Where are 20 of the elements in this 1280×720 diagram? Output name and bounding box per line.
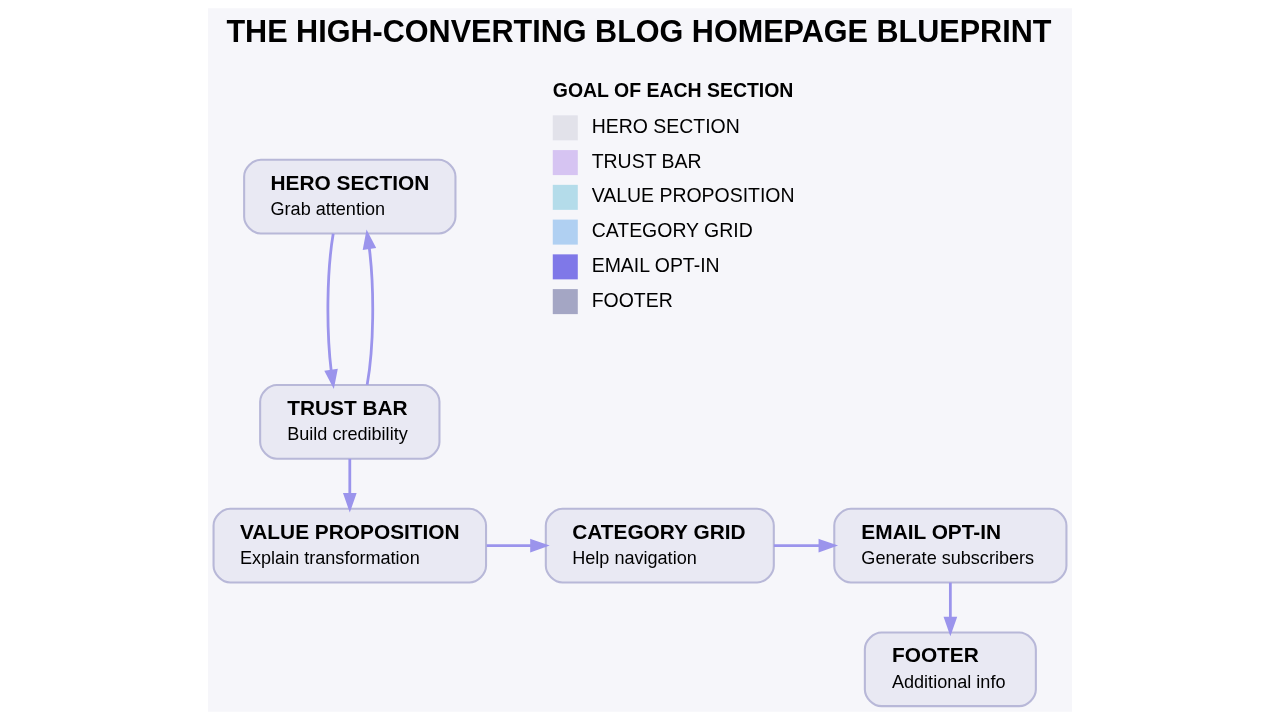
legend-label: TRUST BAR <box>591 149 702 172</box>
arrow <box>362 229 377 386</box>
node-box: HERO SECTION Grab attention <box>243 158 457 235</box>
diagram-title: THE HIGH-CONVERTING BLOG HOMEPAGE BLUEPRINT <box>226 14 1052 49</box>
node-box: VALUE PROPOSITION Explain transformation <box>212 507 488 584</box>
node-box: EMAIL OPT-IN Generate subscribers <box>833 507 1068 584</box>
node-box: TRUST BAR Build credibility <box>259 383 441 460</box>
legend-label: VALUE PROPOSITION <box>591 184 795 207</box>
legend-label: CATEGORY GRID <box>591 219 753 242</box>
label: GOAL OF EACH SECTION <box>552 78 794 101</box>
node-box: CATEGORY GRID Help navigation <box>544 507 775 584</box>
arrow <box>773 538 839 553</box>
legend-label: FOOTER <box>591 288 673 311</box>
arrow <box>324 233 338 389</box>
legend-label: HERO SECTION <box>591 114 740 137</box>
arrow <box>943 582 958 637</box>
arrow <box>486 538 550 553</box>
arrow <box>342 458 357 513</box>
legend-label: EMAIL OPT-IN <box>591 254 720 276</box>
node-box: FOOTER Additional info <box>863 631 1037 708</box>
